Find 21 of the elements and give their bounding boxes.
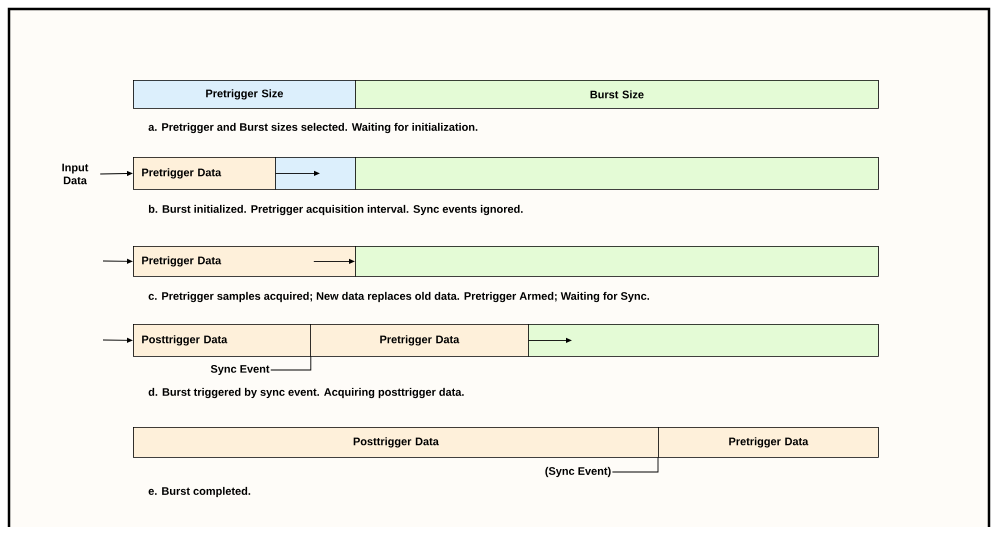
data-segment: Pretrigger Data xyxy=(310,324,529,357)
caption: c. Pretrigger samples acquired; New data replaces old data. Pretrigger Armed; Waiting for Sync. xyxy=(148,292,650,302)
data-segment xyxy=(275,157,356,190)
text-label: (Sync Event) xyxy=(545,466,611,478)
leader-line xyxy=(612,457,658,472)
leader-line xyxy=(270,356,312,370)
data-segment: Pretrigger Size xyxy=(133,80,356,109)
data-segment: Pretrigger Data xyxy=(658,427,879,458)
data-segment xyxy=(355,157,879,190)
text-label: Sync Event xyxy=(210,365,270,375)
caption: a. Pretrigger and Burst sizes selected. Waiting for initialization. xyxy=(148,122,478,134)
data-segment: Posttrigger Data xyxy=(133,324,311,357)
data-segment: Pretrigger Data xyxy=(133,157,276,190)
caption: e. Burst completed. xyxy=(148,486,250,498)
data-segment: Pretrigger Data xyxy=(133,246,356,277)
caption: b. Burst initialized. Pretrigger acquisition interval. Sync events ignored. xyxy=(148,204,523,216)
data-segment xyxy=(355,246,879,277)
caption: d. Burst triggered by sync event. Acquiring posttrigger data. xyxy=(148,388,464,398)
data-segment xyxy=(528,324,879,357)
data-segment: Burst Size xyxy=(355,80,879,109)
text-label: Input Data xyxy=(62,164,88,184)
